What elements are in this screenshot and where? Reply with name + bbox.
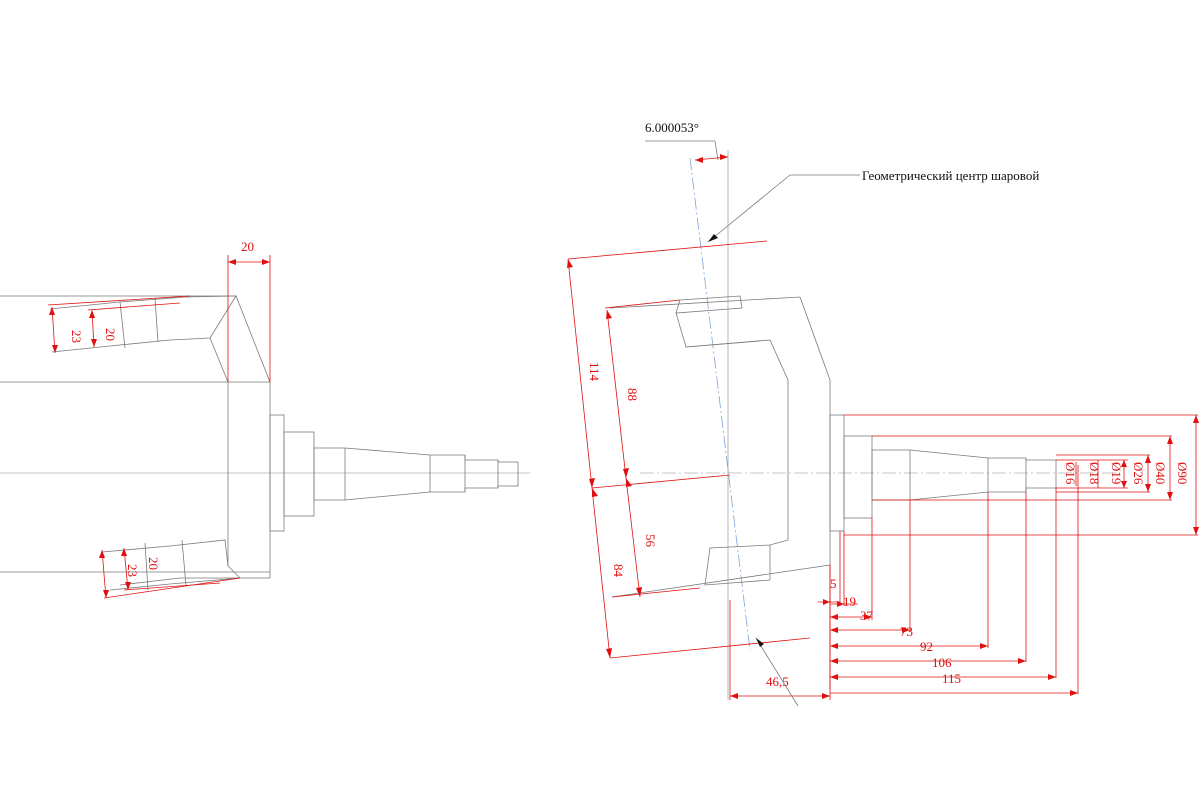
dim-label-114: 114 <box>587 362 602 382</box>
dim-label-d90: Ø90 <box>1175 462 1190 484</box>
angle-label: 6.000053° <box>645 120 699 135</box>
dim-left-lower: 23 20 <box>99 547 241 599</box>
dim-diameters: Ø90 Ø40 Ø26 Ø19 Ø18 Ø16 <box>844 414 1199 536</box>
dim-label-top-20: 20 <box>241 239 254 254</box>
dim-label-115: 115 <box>942 671 961 686</box>
dim-left-top-20: 20 <box>227 239 271 382</box>
dim-label-upper-23: 23 <box>69 330 84 343</box>
dim-label-84: 84 <box>611 564 626 578</box>
dim-left-upper: 23 20 <box>47 295 191 354</box>
dim-label-5: 5 <box>830 576 837 591</box>
dim-label-88: 88 <box>625 388 640 401</box>
dim-label-106: 106 <box>932 655 952 670</box>
left-view: 20 23 20 23 20 <box>0 239 530 599</box>
dim-label-d40: Ø40 <box>1153 462 1168 484</box>
dim-label-37: 37 <box>860 608 874 623</box>
dim-label-d16: Ø16 <box>1063 462 1078 485</box>
angle-annotation: 6.000053° <box>645 120 729 163</box>
dim-label-92: 92 <box>920 639 933 654</box>
dim-label-upper-20: 20 <box>103 328 118 341</box>
dim-label-19: 19 <box>843 594 856 609</box>
dim-label-d18: Ø18 <box>1087 462 1102 484</box>
dim-label-lower-23: 23 <box>125 564 140 577</box>
dim-label-d19: Ø19 <box>1109 462 1124 484</box>
dim-label-46-5: 46,5 <box>766 674 789 689</box>
ball-center-leader: Геометрический центр шаровой <box>707 168 1039 243</box>
ball-center-label: Геометрический центр шаровой <box>862 168 1039 183</box>
dim-label-73: 73 <box>900 624 913 639</box>
dim-lengths: 5 19 37 73 92 106 115 <box>818 465 1079 696</box>
dim-label-lower-20: 20 <box>146 557 161 570</box>
right-view: 6.000053° Геометрический центр шаровой 1… <box>567 120 1199 707</box>
dim-46-5: 46,5 <box>729 565 831 707</box>
dim-88-56: 88 56 <box>606 309 658 598</box>
dim-label-d26: Ø26 <box>1131 462 1146 485</box>
dim-114-84: 114 84 <box>567 258 626 659</box>
dim-label-56: 56 <box>643 534 658 548</box>
